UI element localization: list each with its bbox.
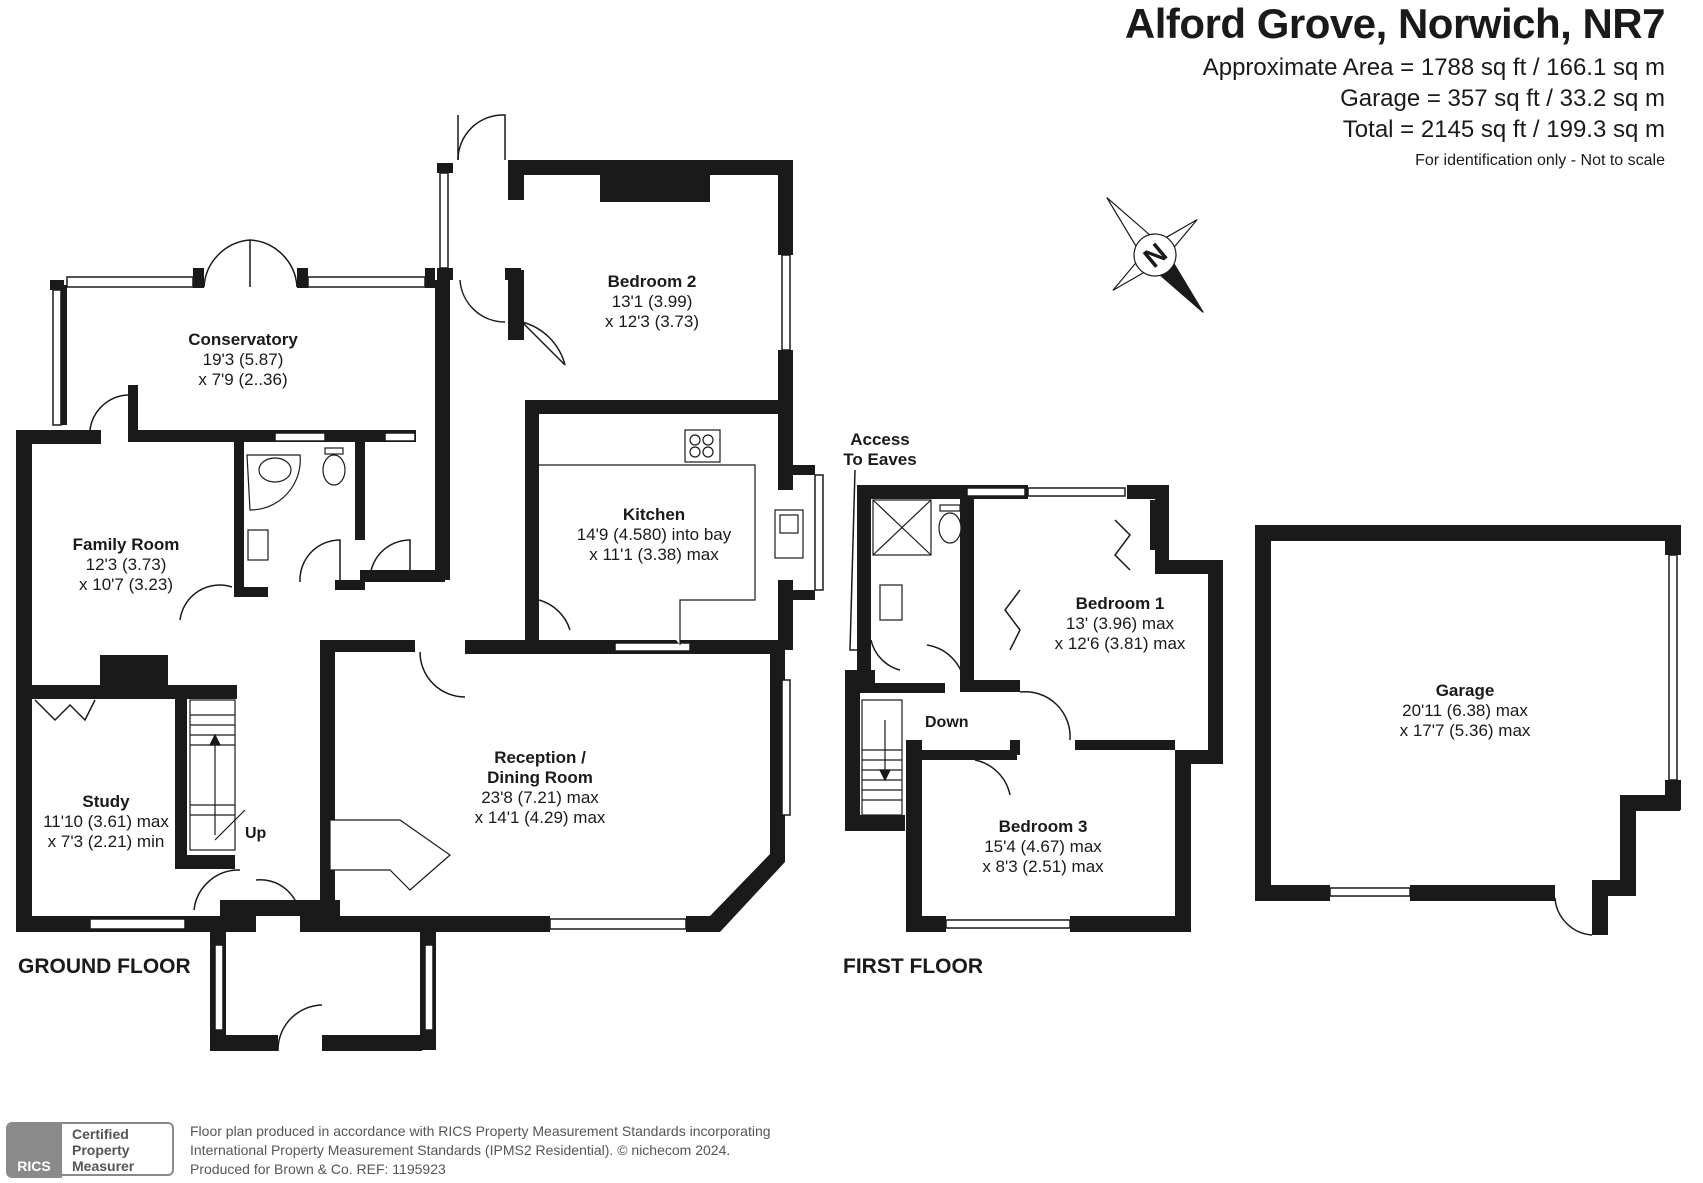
- room-dim: x 10'7 (3.23): [79, 575, 173, 594]
- certified-measurer-badge: Certified Property Measurer: [62, 1122, 174, 1176]
- room-dim: 19'3 (5.87): [202, 350, 284, 369]
- room-dim: 11'10 (3.61) max: [43, 812, 169, 831]
- room-name: Kitchen: [622, 505, 686, 524]
- room-dim: x 12'6 (3.81) max: [1054, 634, 1186, 653]
- stairs-down-label: Down: [925, 714, 969, 731]
- room-conservatory: Conservatory 19'3 (5.87) x 7'9 (2..36): [188, 330, 298, 390]
- footer-line-1: Floor plan produced in accordance with R…: [190, 1123, 771, 1139]
- room-bedroom-1: Bedroom 1 13' (3.96) max x 12'6 (3.81) m…: [1055, 594, 1186, 654]
- room-dim: x 14'1 (4.29) max: [474, 808, 606, 827]
- fixtures: [246, 429, 962, 891]
- badge-line-1: Certified: [72, 1126, 129, 1142]
- room-dim: 14'9 (4.580) into bay: [576, 525, 732, 544]
- footer-line-3: Produced for Brown & Co. REF: 1195923: [190, 1161, 446, 1177]
- room-dim: 20'11 (6.38) max: [1402, 701, 1528, 720]
- room-bedroom-3: Bedroom 3 15'4 (4.67) max x 8'3 (2.51) m…: [982, 817, 1103, 877]
- garage-area: Garage = 357 sq ft / 33.2 sq m: [1340, 85, 1665, 112]
- room-reception-dining: Reception / Dining Room 23'8 (7.21) max …: [475, 748, 606, 828]
- room-name: Family Room: [72, 535, 180, 554]
- badge-line-2: Property: [72, 1142, 130, 1158]
- windows: [52, 172, 1678, 1031]
- first-floor-title: FIRST FLOOR: [843, 955, 983, 978]
- eaves-line-1: Access: [850, 430, 910, 449]
- room-name: Garage: [1435, 681, 1495, 700]
- room-name: Reception /: [494, 748, 586, 767]
- property-title: Alford Grove, Norwich, NR7: [1124, 0, 1666, 47]
- room-dim: x 17'7 (5.36) max: [1399, 721, 1531, 740]
- compass-rose-icon: N: [1106, 197, 1204, 313]
- rics-logo-text: RICS: [17, 1158, 51, 1174]
- room-dim: x 11'1 (3.38) max: [589, 545, 719, 564]
- approximate-area: Approximate Area = 1788 sq ft / 166.1 sq…: [1202, 54, 1665, 81]
- stairs: [189, 699, 903, 851]
- badge-line-3: Measurer: [72, 1158, 135, 1174]
- rics-logo: RICS: [6, 1122, 62, 1178]
- stairs-up-label: Up: [245, 825, 267, 842]
- footer-disclaimer: Floor plan produced in accordance with R…: [190, 1122, 771, 1179]
- footer-line-2: International Property Measurement Stand…: [190, 1142, 731, 1158]
- eaves-line-2: To Eaves: [843, 450, 917, 469]
- access-to-eaves: Access To Eaves: [843, 430, 916, 470]
- room-name-2: Dining Room: [487, 768, 593, 787]
- room-dim: x 7'9 (2..36): [198, 370, 288, 389]
- room-bedroom-2: Bedroom 2 13'1 (3.99) x 12'3 (3.73): [605, 272, 699, 332]
- room-dim: 13' (3.96) max: [1065, 614, 1175, 633]
- first-floor-walls: [845, 485, 1223, 932]
- room-dim: 13'1 (3.99): [611, 292, 693, 311]
- room-family-room: Family Room 12'3 (3.73) x 10'7 (3.23): [73, 535, 180, 595]
- room-garage: Garage 20'11 (6.38) max x 17'7 (5.36) ma…: [1400, 681, 1531, 741]
- total-area: Total = 2145 sq ft / 199.3 sq m: [1342, 116, 1665, 143]
- room-dim: x 12'3 (3.73): [605, 312, 699, 331]
- room-dim: x 7'3 (2.21) min: [47, 832, 165, 851]
- room-name: Bedroom 1: [1075, 594, 1165, 613]
- room-kitchen: Kitchen 14'9 (4.580) into bay x 11'1 (3.…: [577, 505, 731, 565]
- room-name: Study: [82, 792, 130, 811]
- room-name: Conservatory: [188, 330, 298, 349]
- eaves-arrow: [849, 469, 865, 651]
- ground-floor-title: GROUND FLOOR: [18, 955, 191, 978]
- room-study: Study 11'10 (3.61) max x 7'3 (2.21) min: [43, 792, 169, 852]
- room-name: Bedroom 3: [998, 817, 1088, 836]
- room-dim: 15'4 (4.67) max: [984, 837, 1102, 856]
- room-dim: 23'8 (7.21) max: [481, 788, 599, 807]
- door-swings: [34, 114, 1593, 1052]
- room-name: Bedroom 2: [607, 272, 697, 291]
- garage-walls: [1255, 525, 1681, 935]
- room-dim: x 8'3 (2.51) max: [982, 857, 1104, 876]
- room-dim: 12'3 (3.73): [85, 555, 167, 574]
- scale-note: For identification only - Not to scale: [1415, 152, 1665, 169]
